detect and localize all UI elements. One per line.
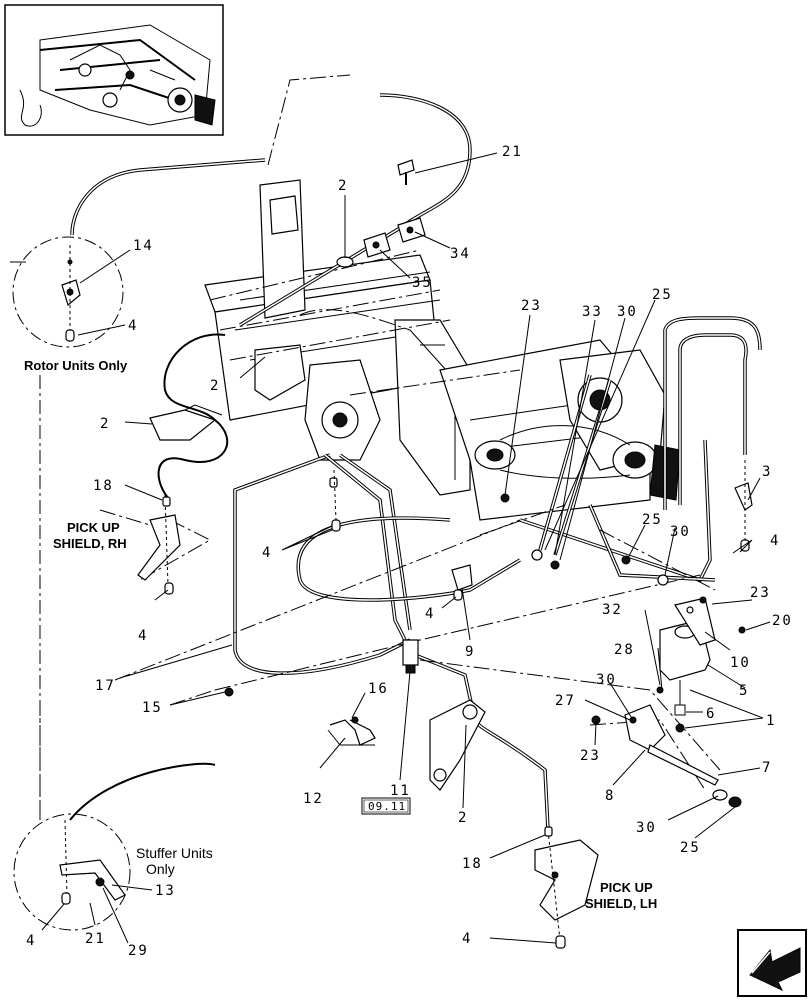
- clamp-34: [397, 217, 426, 243]
- callout-6: 6: [706, 706, 716, 722]
- note-rotor-units-only: Rotor Units Only: [24, 358, 128, 373]
- callout-15: 15: [142, 700, 163, 716]
- callout-4: 4: [462, 931, 472, 947]
- bracket-8: [624, 704, 666, 751]
- callout-23: 23: [750, 585, 771, 601]
- callout-16: 16: [368, 681, 389, 697]
- valve-11: [402, 639, 419, 674]
- callout-23: 23: [521, 298, 542, 314]
- callout-34: 34: [450, 246, 471, 262]
- callout-2: 2: [100, 416, 110, 432]
- callout-13: 13: [155, 883, 176, 899]
- callout-18: 18: [93, 478, 114, 494]
- note-pickup-shield-lh-line2: SHIELD, LH: [585, 896, 657, 911]
- callout-21: 21: [85, 931, 106, 947]
- callout-25: 25: [680, 840, 701, 856]
- bracket-12: [327, 716, 376, 746]
- reference-box-link[interactable]: 09.11: [361, 797, 411, 815]
- leader-lines: [41, 152, 771, 944]
- callout-4: 4: [425, 606, 435, 622]
- callout-30: 30: [596, 672, 617, 688]
- callout-30: 30: [617, 304, 638, 320]
- callout-10: 10: [730, 655, 751, 671]
- callout-4: 4: [262, 545, 272, 561]
- callout-35: 35: [412, 275, 433, 291]
- callout-4: 4: [770, 533, 780, 549]
- callout-29: 29: [128, 943, 149, 959]
- bracket-14: [61, 279, 81, 307]
- callout-3: 3: [762, 464, 772, 480]
- pickup-shield-rh: [137, 514, 181, 581]
- callout-4: 4: [138, 628, 148, 644]
- callout-18: 18: [462, 856, 483, 872]
- callout-14: 14: [133, 238, 154, 254]
- callout-32: 32: [602, 602, 623, 618]
- note-stuffer-units-line2: Only: [146, 861, 175, 877]
- bracket-2-lower: [429, 699, 486, 791]
- bracket-9: [451, 564, 473, 591]
- callout-11: 11: [390, 783, 411, 799]
- bracket-10: [674, 597, 716, 646]
- callout-12: 12: [303, 791, 324, 807]
- callout-23: 23: [580, 748, 601, 764]
- callout-30: 30: [636, 820, 657, 836]
- callout-2: 2: [338, 178, 348, 194]
- pickup-shield-lh: [534, 839, 599, 921]
- callout-30: 30: [670, 524, 691, 540]
- fitting-21: [397, 159, 415, 185]
- callout-4: 4: [128, 318, 138, 334]
- callout-1: 1: [766, 713, 776, 729]
- callout-7: 7: [762, 760, 772, 776]
- note-pickup-shield-rh-line1: PICK UP: [67, 520, 120, 535]
- bracket-13: [59, 859, 126, 901]
- callout-21: 21: [502, 144, 523, 160]
- machine-frame: [204, 179, 681, 521]
- block-2-left: [149, 404, 223, 441]
- callout-27: 27: [555, 693, 576, 709]
- callout-4: 4: [26, 933, 36, 949]
- callout-17: 17: [95, 678, 116, 694]
- note-stuffer-units-line1: Stuffer Units: [136, 845, 213, 861]
- note-pickup-shield-lh-line1: PICK UP: [600, 880, 653, 895]
- callout-labels: 21 2 34 35 14 4 23 33 30 25 2 2 3 18 4 2…: [26, 144, 793, 959]
- reference-box-label: 09.11: [368, 800, 406, 813]
- callout-9: 9: [465, 644, 475, 660]
- callout-5: 5: [739, 683, 749, 699]
- callout-28: 28: [614, 642, 635, 658]
- callout-25: 25: [642, 512, 663, 528]
- clamp-35: [363, 232, 391, 258]
- callout-2: 2: [458, 810, 468, 826]
- callout-20: 20: [772, 613, 793, 629]
- machine-overview-thumbnail[interactable]: [4, 4, 224, 136]
- callout-33: 33: [582, 304, 603, 320]
- callout-25: 25: [652, 287, 673, 303]
- callout-8: 8: [605, 788, 615, 804]
- previous-page-arrow-icon[interactable]: [737, 929, 807, 997]
- note-pickup-shield-rh-line2: SHIELD, RH: [53, 536, 127, 551]
- callout-2: 2: [210, 378, 220, 394]
